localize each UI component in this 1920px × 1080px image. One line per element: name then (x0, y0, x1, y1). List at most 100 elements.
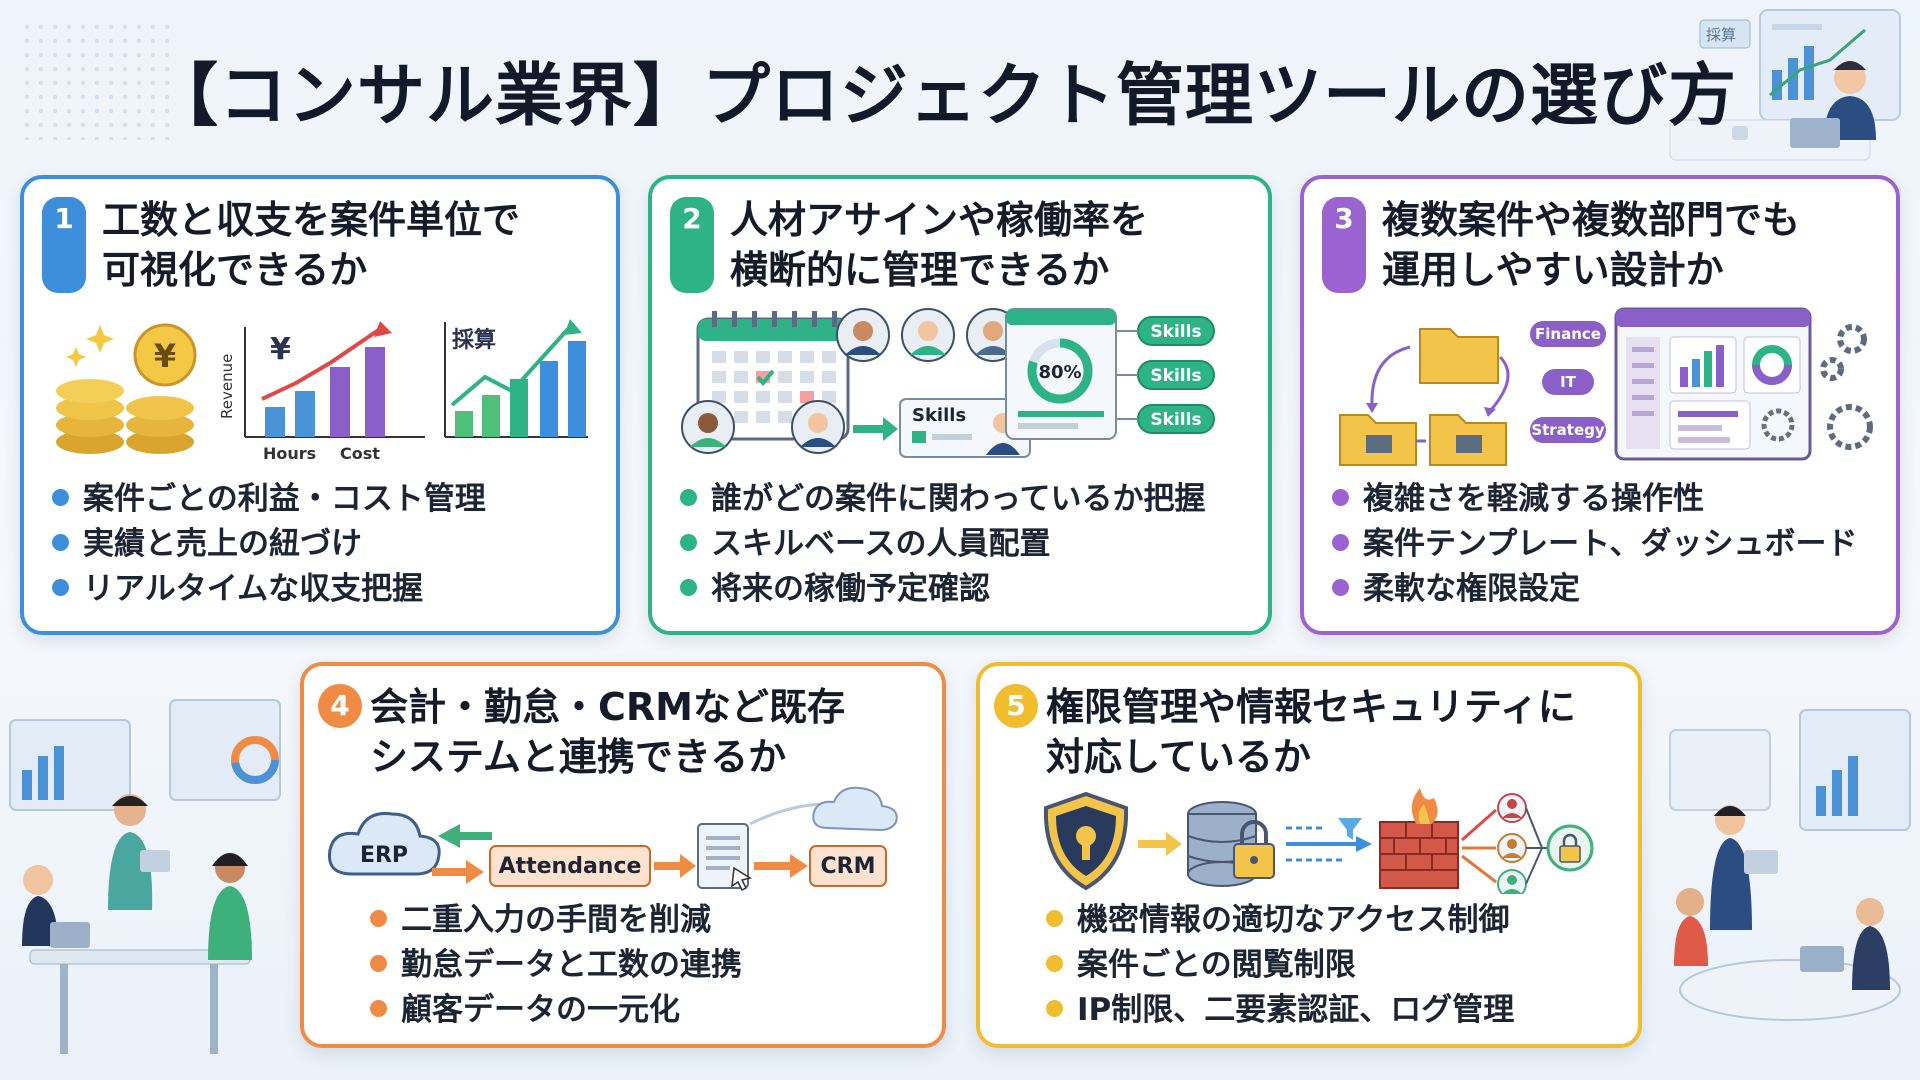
bullet-dot (680, 579, 697, 596)
team-meeting-illustration-left (9, 699, 281, 1054)
cost-label: Cost (340, 444, 380, 463)
revenue-axis-label: Revenue (218, 354, 236, 419)
multi-department-illustration: Finance IT Strategy (1339, 307, 1873, 466)
skills-tag: Skills (1150, 322, 1201, 342)
bullet-dot (1332, 534, 1349, 551)
card-heading-line-2: システムと連携できるか (370, 735, 787, 779)
list-item: 案件ごとの利益・コスト管理 (52, 477, 486, 522)
list-item: 誰がどの案件に関わっているか把握 (680, 477, 1205, 522)
bullet-list: 誰がどの案件に関わっているか把握 スキルベースの人員配置 将来の稼働予定確認 (680, 477, 1205, 612)
list-item: IP制限、二要素認証、ログ管理 (1046, 988, 1514, 1033)
bullet-list: 案件ごとの利益・コスト管理 実績と売上の紐づけ リアルタイムな収支把握 (52, 477, 486, 612)
card-heading: 人材アサインや稼働率を 横断的に管理できるか (730, 195, 1252, 295)
team-avatars-icon (681, 308, 1020, 454)
card-number-badge: 1 (42, 197, 86, 293)
saisan-label: 採算 (452, 327, 496, 353)
coin-stack-icon: ¥ (56, 323, 197, 454)
utilization-percent: 80% (1038, 362, 1081, 383)
list-item: 顧客データの一元化 (370, 988, 742, 1033)
list-item: 柔軟な権限設定 (1332, 567, 1857, 612)
bullet-dot (370, 1000, 387, 1017)
document-icon (697, 823, 752, 892)
access-users-icon (1461, 793, 1594, 894)
bullet-dot (1046, 955, 1063, 972)
card-security: 5 権限管理や情報セキュリティに 対応しているか (976, 662, 1642, 1048)
card-heading-line-2: 横断的に管理できるか (730, 248, 1110, 292)
card-system-integration: 4 会計・勤怠・CRMなど既存 システムと連携できるか ERP Attendan… (300, 662, 946, 1048)
card-multi-department: 3 複数案件や複数部門でも 運用しやすい設計か Finance IT Strat… (1300, 175, 1900, 635)
erp-cloud-icon: ERP (327, 811, 441, 876)
card-heading-line-1: 権限管理や情報セキュリティに (1046, 685, 1576, 729)
resource-assignment-illustration: Skills 80% Skills Skills Skills (681, 308, 1215, 458)
card-heading-line-2: 可視化できるか (102, 248, 368, 292)
list-item: 二重入力の手間を削減 (370, 898, 742, 943)
card-heading-line-2: 運用しやすい設計か (1382, 248, 1724, 292)
crm-label: CRM (821, 854, 876, 879)
card-heading-line-1: 工数と収支を案件単位で (102, 198, 521, 242)
list-item: 機密情報の適切なアクセス制御 (1046, 898, 1514, 943)
cost-revenue-illustration: ¥ Revenue ¥ Hours Cost 採算 (56, 319, 588, 463)
list-item: スキルベースの人員配置 (680, 522, 1205, 567)
shield-lock-icon (1043, 791, 1129, 891)
card-heading: 工数と収支を案件単位で 可視化できるか (102, 195, 600, 295)
bullet-dot (1332, 579, 1349, 596)
card-heading: 複数案件や複数部門でも 運用しやすい設計か (1382, 195, 1880, 295)
list-item: 将来の稼働予定確認 (680, 567, 1205, 612)
bullet-dot (370, 910, 387, 927)
attendance-box: Attendance (489, 845, 651, 887)
yen-label: ¥ (154, 337, 176, 375)
erp-label: ERP (360, 843, 408, 868)
bullet-dot (1046, 910, 1063, 927)
bullet-list: 機密情報の適切なアクセス制御 案件ごとの閲覧制限 IP制限、二要素認証、ログ管理 (1046, 898, 1514, 1033)
bullet-dot (1046, 1000, 1063, 1017)
card-number-badge: 4 (318, 684, 362, 728)
chart-yen-label: ¥ (270, 332, 291, 367)
bullet-dot (52, 534, 69, 551)
dashboard-icon (1614, 307, 1812, 461)
bullet-dot (680, 489, 697, 506)
list-item: 案件ごとの閲覧制限 (1046, 943, 1514, 988)
card-heading: 権限管理や情報セキュリティに 対応しているか (1046, 682, 1622, 782)
it-tag: IT (1560, 373, 1577, 391)
skills-tags: Skills Skills Skills (1116, 316, 1215, 434)
bullet-list: 二重入力の手間を削減 勤怠データと工数の連携 顧客データの一元化 (370, 898, 742, 1033)
consultant-illustration-top-right: 採算 (1669, 9, 1901, 161)
corner-label-text: 採算 (1706, 26, 1736, 44)
folder-network-icon (1339, 328, 1510, 466)
system-integration-illustration: ERP Attendance CRM (327, 786, 898, 892)
decorative-dots (20, 20, 170, 140)
profitability-chart-icon: 採算 (444, 319, 588, 438)
card-heading-line-1: 人材アサインや稼働率を (730, 198, 1149, 242)
skills-card-label: Skills (912, 405, 966, 426)
hours-label: Hours (263, 444, 316, 463)
skills-tag: Skills (1150, 366, 1201, 386)
bullet-dot (52, 579, 69, 596)
card-heading-line-2: 対応しているか (1046, 735, 1311, 779)
skills-tag: Skills (1150, 410, 1201, 430)
list-item: 勤怠データと工数の連携 (370, 943, 742, 988)
gear-icon (1820, 324, 1873, 450)
list-item: 実績と売上の紐づけ (52, 522, 486, 567)
list-item: リアルタイムな収支把握 (52, 567, 486, 612)
firewall-icon (1379, 788, 1459, 889)
list-item: 案件テンプレート、ダッシュボード (1332, 522, 1857, 567)
bullet-dot (370, 955, 387, 972)
data-filter-icon (1286, 818, 1372, 862)
card-number-badge: 3 (1322, 197, 1366, 293)
finance-tag: Finance (1535, 325, 1601, 343)
department-tags: Finance IT Strategy (1530, 321, 1606, 443)
bullet-list: 複雑さを軽減する操作性 案件テンプレート、ダッシュボード 柔軟な権限設定 (1332, 477, 1857, 612)
security-illustration (1043, 788, 1594, 894)
cloud-icon (812, 786, 898, 832)
utilization-panel: 80% (1005, 308, 1117, 440)
revenue-chart-icon: Revenue ¥ Hours Cost (218, 321, 425, 463)
bullet-dot (52, 489, 69, 506)
page-title: 【コンサル業界】プロジェクト管理ツールの選び方 (150, 57, 1738, 136)
card-resource-assignment: 2 人材アサインや稼働率を 横断的に管理できるか (648, 175, 1272, 635)
card-number-badge: 5 (994, 684, 1038, 728)
card-cost-visibility: 1 工数と収支を案件単位で 可視化できるか ¥ Revenue ¥ (20, 175, 620, 635)
card-heading: 会計・勤怠・CRMなど既存 システムと連携できるか (370, 682, 926, 782)
card-heading-line-1: 会計・勤怠・CRMなど既存 (370, 685, 845, 729)
database-lock-icon (1187, 801, 1275, 887)
card-heading-line-1: 複数案件や複数部門でも (1382, 198, 1801, 242)
